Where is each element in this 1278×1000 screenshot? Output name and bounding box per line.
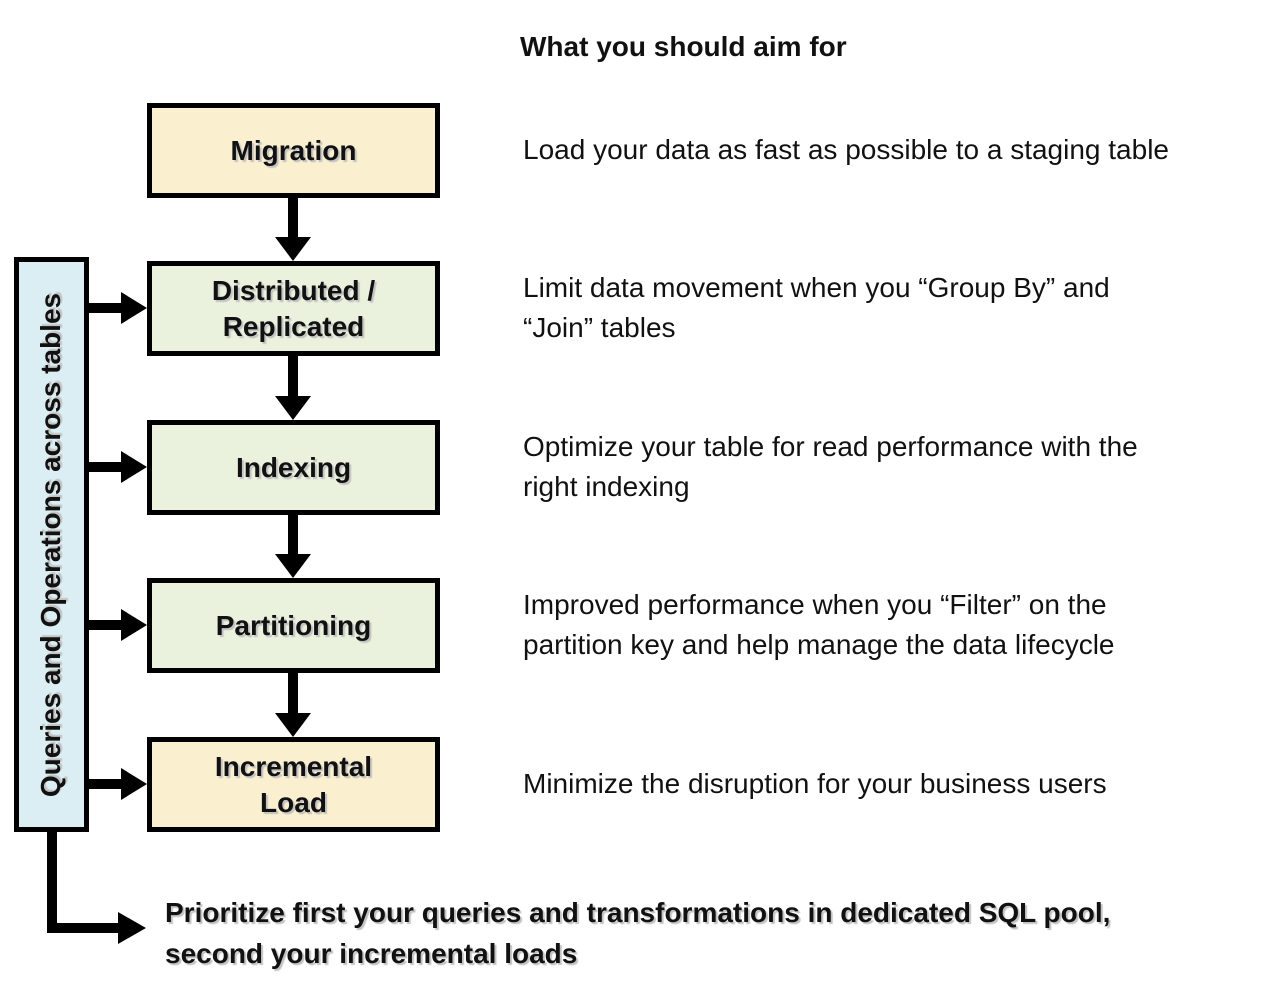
arrow-down-icon [275,673,311,737]
arrow-right-icon [88,609,147,641]
description-line: Improved performance when you “Filter” o… [523,589,1107,620]
description-line: Optimize your table for read performance… [523,431,1138,462]
footer-line: Prioritize first your queries and transf… [165,897,1111,928]
footer-note: Prioritize first your queries and transf… [165,892,1110,974]
diagram-title: What you should aim for [520,31,847,62]
arrow-down-icon [275,356,311,420]
description-line: right indexing [523,471,690,502]
arrow-right-icon [88,768,147,800]
arrow-right-icon [88,451,147,483]
flow-box-incremental-load: Incremental Load [147,737,440,832]
description-line: partition key and help manage the data l… [523,629,1115,660]
description-migration: Load your data as fast as possible to a … [523,130,1169,170]
arrow-right-icon [88,292,147,324]
description-line: Load your data as fast as possible to a … [523,134,1169,165]
flow-box-distributed-replicated: Distributed / Replicated [147,261,440,356]
description-line: Limit data movement when you “Group By” … [523,272,1110,303]
flow-box-label: Partitioning [215,609,372,641]
description-incremental-load: Minimize the disruption for your busines… [523,764,1107,804]
flow-box-partitioning: Partitioning [147,578,440,673]
description-partitioning: Improved performance when you “Filter” o… [523,585,1115,665]
description-indexing: Optimize your table for read performance… [523,427,1138,507]
arrow-down-icon [275,198,311,261]
flow-box-label: Incremental Load [214,750,373,818]
sidebar-label: Queries and Operations across tables [35,292,67,797]
sidebar-queries-operations: Queries and Operations across tables [14,257,89,832]
flow-box-label: Distributed / Replicated [211,274,376,342]
arrow-down-icon [275,515,311,578]
footer-line: second your incremental loads [165,938,578,969]
description-line: “Join” tables [523,312,676,343]
flow-box-indexing: Indexing [147,420,440,515]
flow-box-migration: Migration [147,103,440,198]
description-line: Minimize the disruption for your busines… [523,768,1107,799]
flow-box-label: Migration [230,134,357,166]
flow-box-label: Indexing [235,451,352,483]
description-distributed-replicated: Limit data movement when you “Group By” … [523,268,1110,348]
